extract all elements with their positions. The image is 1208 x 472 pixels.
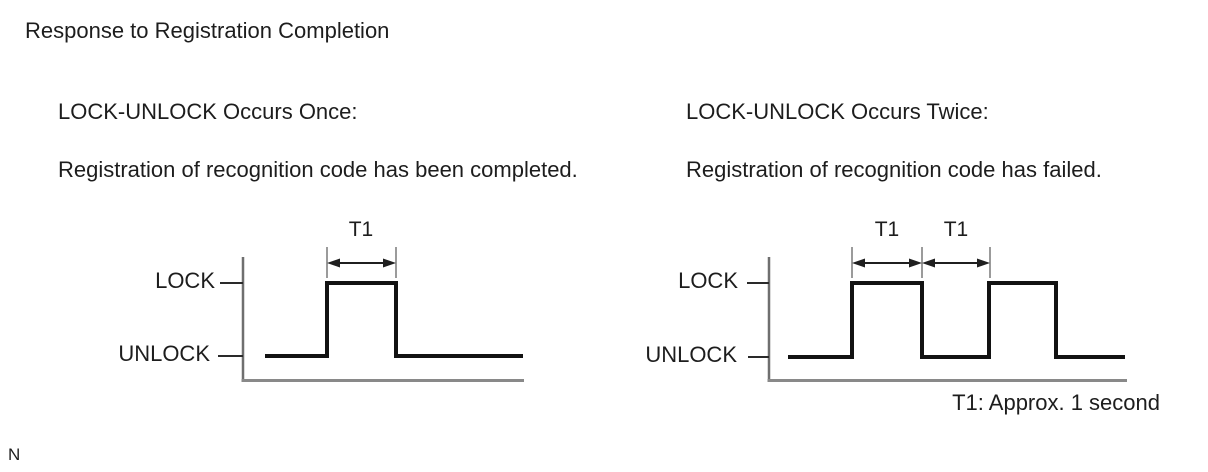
waveform-single-pulse: [265, 281, 523, 358]
panel-once-heading: LOCK-UNLOCK Occurs Once:: [58, 99, 358, 124]
arrowhead-right-icon: [977, 258, 990, 268]
unlock-label: UNLOCK: [645, 342, 737, 367]
t1-duration-note: T1: Approx. 1 second: [952, 390, 1160, 415]
waveform-double-pulse: [788, 281, 1125, 359]
t1-label-1: T1: [875, 218, 900, 241]
arrowhead-right-icon: [383, 258, 396, 268]
arrowhead-left-icon: [852, 258, 865, 268]
timing-diagram-once: LOCK UNLOCK T1: [118, 218, 524, 382]
panel-twice-description: Registration of recognition code has fai…: [686, 157, 1102, 182]
arrowhead-left-icon: [922, 258, 935, 268]
lock-label: LOCK: [155, 268, 215, 293]
unlock-label: UNLOCK: [118, 341, 210, 366]
t1-label-2: T1: [944, 218, 969, 241]
page-title: Response to Registration Completion: [25, 18, 390, 43]
timing-diagram-twice: LOCK UNLOCK T1 T1: [645, 218, 1127, 382]
panel-twice-heading: LOCK-UNLOCK Occurs Twice:: [686, 99, 989, 124]
arrowhead-right-icon: [909, 258, 922, 268]
arrowhead-left-icon: [327, 258, 340, 268]
t1-label: T1: [349, 218, 374, 241]
panel-once-description: Registration of recognition code has bee…: [58, 157, 578, 182]
lock-label: LOCK: [678, 268, 738, 293]
footnote-marker: N: [8, 445, 21, 464]
